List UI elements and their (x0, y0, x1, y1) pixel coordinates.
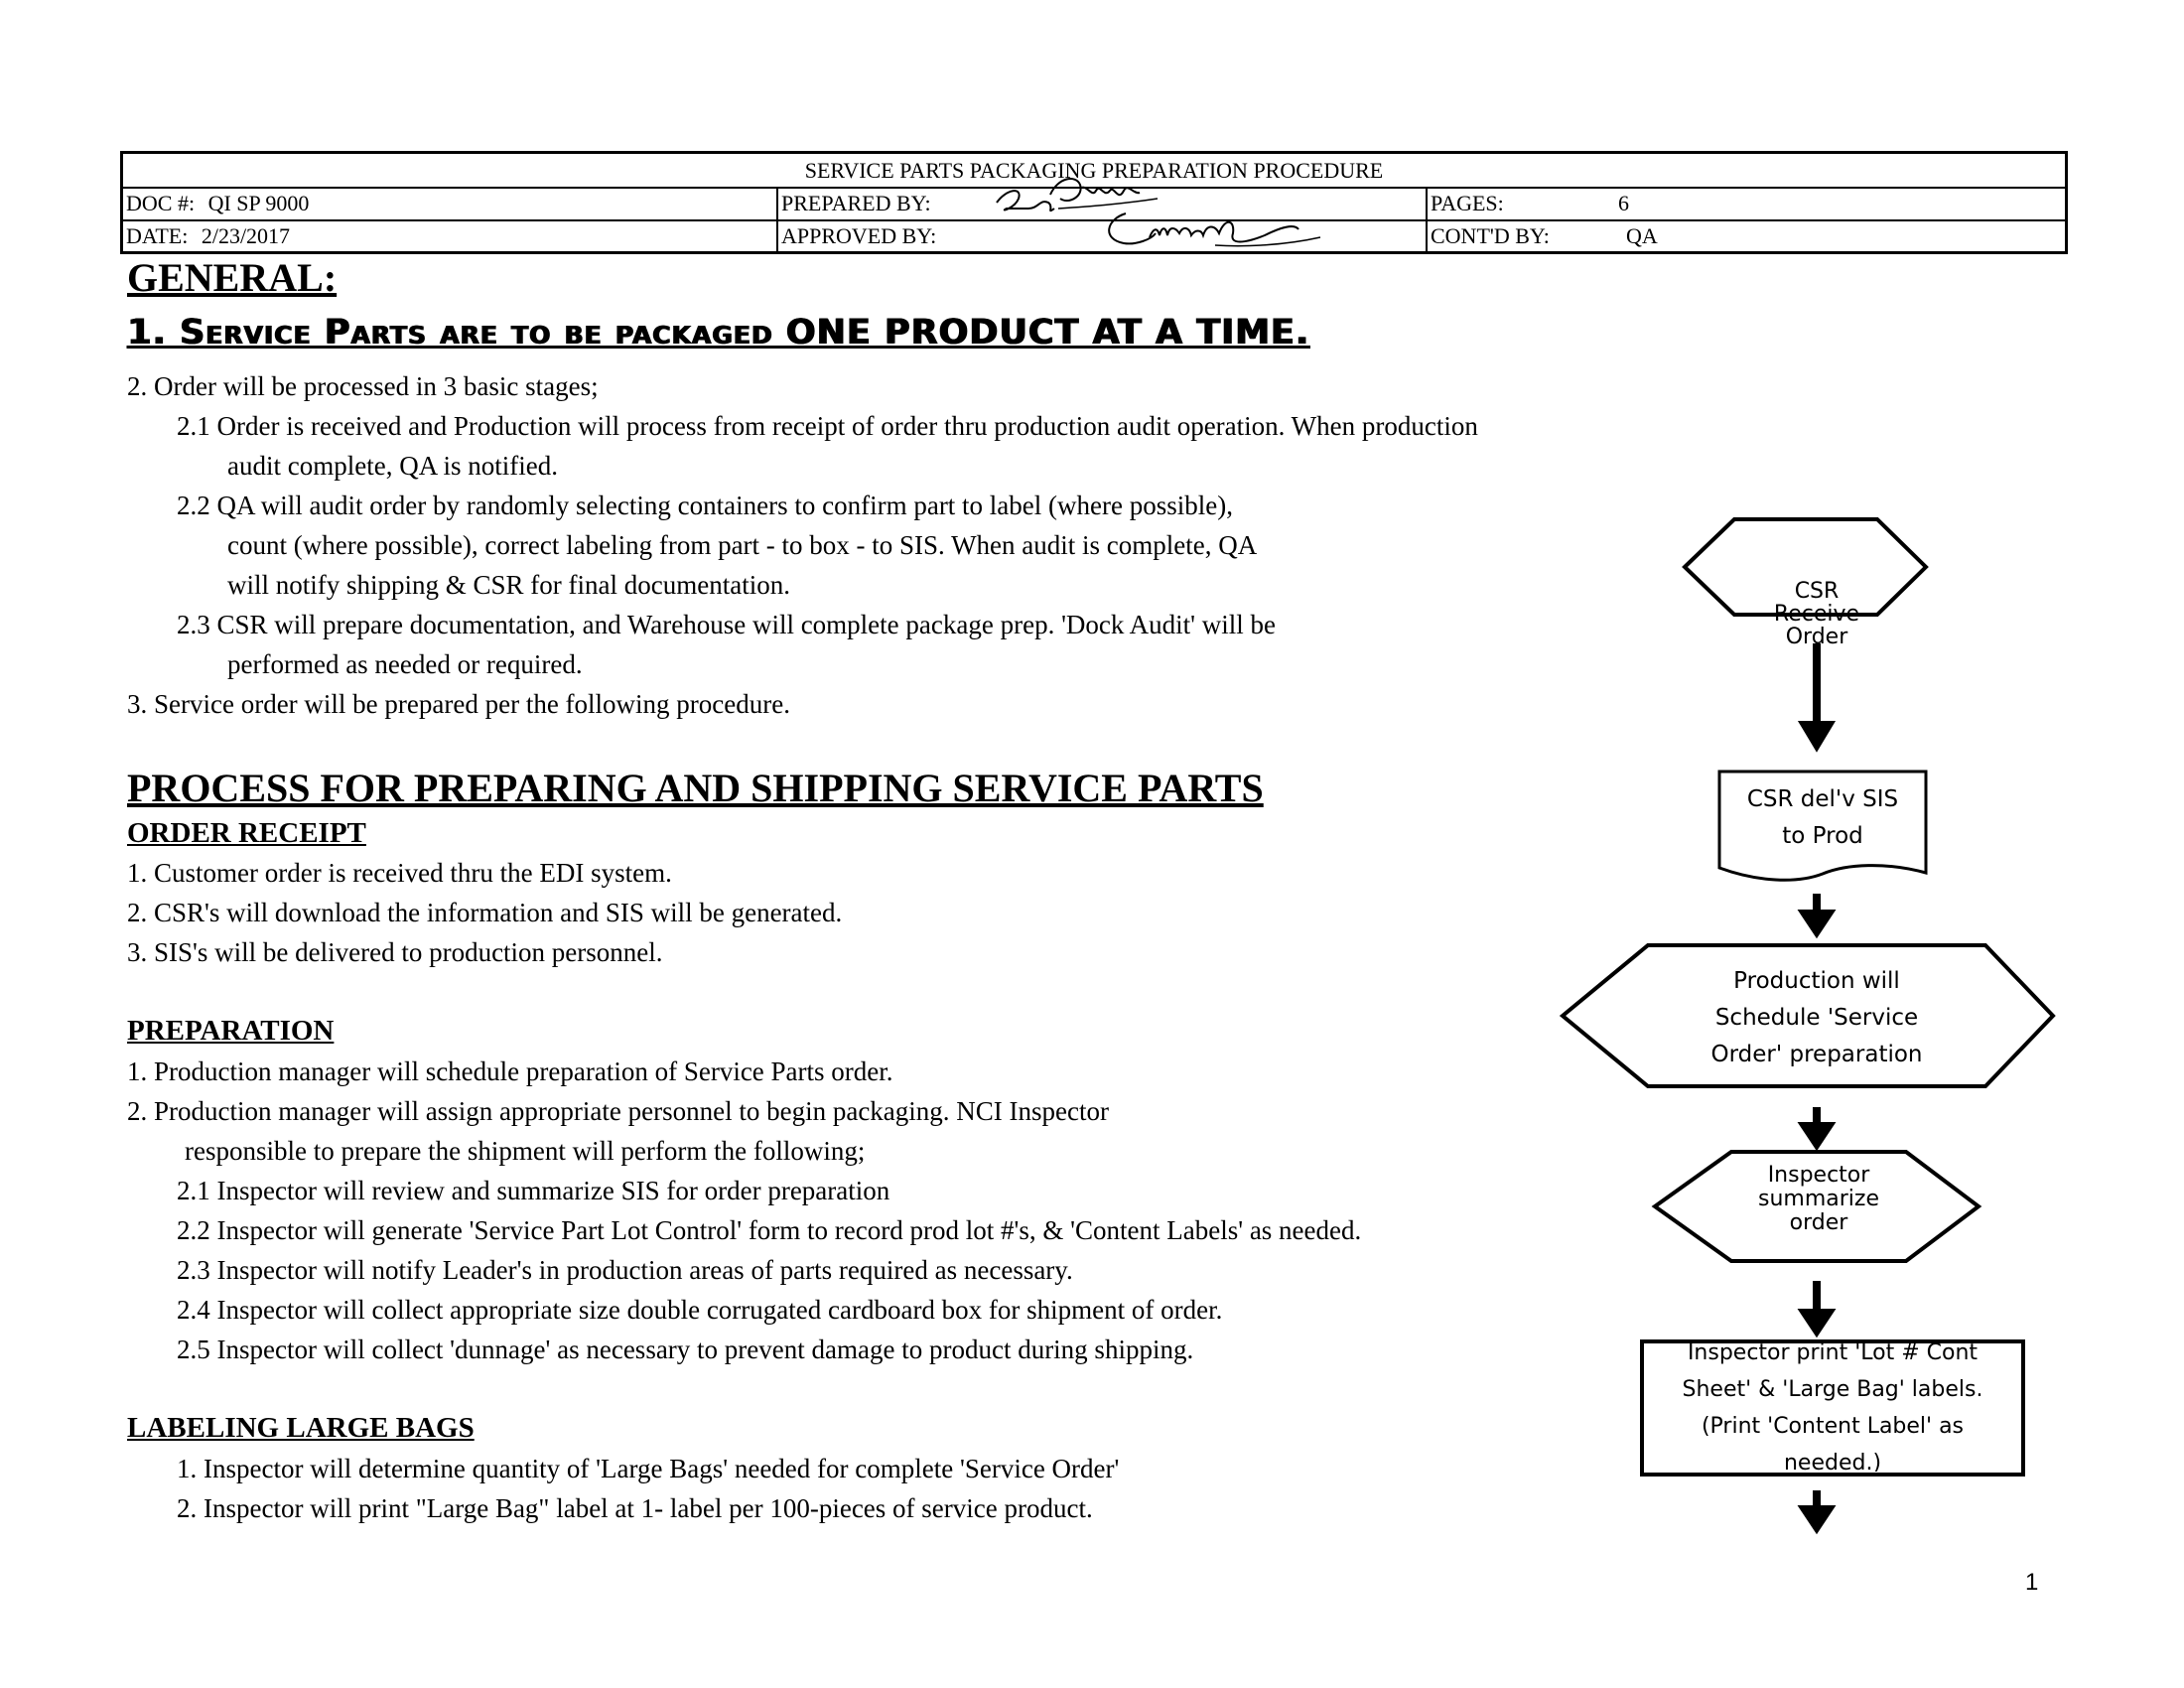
contd-by-value: QA (1626, 223, 1658, 248)
flow-step-5-line: Inspector print 'Lot # Cont (1687, 1340, 1979, 1365)
flow-arrow-5 (1797, 1490, 1837, 1535)
prepared-by-label: PREPARED BY: (781, 191, 931, 215)
order-receipt-item: 3. SIS's will be delivered to production… (127, 937, 663, 967)
pages-cell: PAGES: 6 (1426, 187, 2071, 219)
preparation-subitem: 2.1 Inspector will review and summarize … (177, 1176, 890, 1205)
order-receipt-item: 2. CSR's will download the information a… (127, 898, 843, 927)
page-number: 1 (2025, 1569, 2039, 1596)
flow-arrow-3 (1797, 1107, 1837, 1152)
flow-arrow-4 (1797, 1281, 1837, 1338)
flow-step-3-line: Production will (1733, 968, 1900, 994)
flow-step-4-label: Inspector summarize order (1731, 1164, 1906, 1235)
date-cell: DATE: 2/23/2017 (123, 219, 776, 252)
flow-step-2-line: to Prod (1782, 823, 1863, 849)
approved-by-signature (1108, 212, 1321, 247)
header-row-2: DATE: 2/23/2017 APPROVED BY: CONT'D BY: … (123, 212, 2065, 252)
doc-number-value: QI SP 9000 (207, 191, 310, 215)
flow-step-1-line: Receive (1773, 602, 1860, 627)
flow-step-4-line: summarize (1758, 1187, 1879, 1211)
labeling-item: 1. Inspector will determine quantity of … (177, 1454, 1120, 1483)
flow-step-1-label: CSR Receive Order (1747, 580, 1886, 648)
document-header-table: SERVICE PARTS PACKAGING PREPARATION PROC… (120, 151, 2068, 254)
order-receipt-heading: ORDER RECEIPT (127, 817, 366, 849)
preparation-subitem: 2.2 Inspector will generate 'Service Par… (177, 1215, 1362, 1245)
doc-number-cell: DOC #: QI SP 9000 (123, 187, 776, 219)
approved-by-label: APPROVED BY: (781, 223, 937, 248)
doc-number-label: DOC #: (126, 191, 196, 215)
general-item-2-2-line-3: will notify shipping & CSR for final doc… (227, 570, 790, 600)
general-item-2-1-line-1: 2.1 Order is received and Production wil… (177, 411, 1478, 441)
flow-step-5-line: (Print 'Content Label' as (1701, 1414, 1965, 1439)
flow-step-1-line: CSR (1794, 579, 1840, 604)
process-heading: PROCESS FOR PREPARING AND SHIPPING SERVI… (127, 766, 1264, 810)
flow-step-5-line: needed.) (1783, 1451, 1882, 1472)
general-item-2-1-line-2: audit complete, QA is notified. (227, 451, 558, 481)
preparation-subitem: 2.5 Inspector will collect 'dunnage' as … (177, 1335, 1194, 1364)
general-item-1: 1. Service Parts are to be packaged ONE … (127, 313, 1309, 352)
contd-by-cell: CONT'D BY: QA (1426, 219, 2071, 252)
general-item-2-3-line-2: performed as needed or required. (227, 649, 583, 679)
prepared-by-cell: PREPARED BY: (776, 178, 1426, 219)
flow-step-2-line: CSR del'v SIS (1746, 786, 1899, 812)
date-value: 2/23/2017 (201, 223, 291, 248)
flow-step-4-line: order (1789, 1210, 1848, 1235)
general-item-2: 2. Order will be processed in 3 basic st… (127, 371, 599, 401)
pages-value: 6 (1618, 191, 1629, 215)
flow-step-1-line: Order (1785, 625, 1848, 649)
flow-step-3-line: Order' preparation (1710, 1042, 1923, 1067)
general-item-2-3-line-1: 2.3 CSR will prepare documentation, and … (177, 610, 1277, 639)
header-row-1: DOC #: QI SP 9000 PREPARED BY: PAGES: 6 (123, 178, 2065, 221)
preparation-item-2-line-2: responsible to prepare the shipment will… (185, 1136, 866, 1166)
flow-step-4-line: Inspector (1767, 1163, 1870, 1188)
approved-by-cell: APPROVED BY: (776, 212, 1426, 252)
labeling-heading: LABELING LARGE BAGS (127, 1412, 475, 1444)
labeling-item: 2. Inspector will print "Large Bag" labe… (177, 1493, 1093, 1523)
preparation-subitem: 2.3 Inspector will notify Leader's in pr… (177, 1255, 1073, 1285)
preparation-subitem: 2.4 Inspector will collect appropriate s… (177, 1295, 1223, 1325)
preparation-heading: PREPARATION (127, 1015, 335, 1047)
date-label: DATE: (126, 223, 189, 248)
flow-step-3-label: Production will Schedule 'Service Order'… (1648, 963, 1985, 1073)
contd-by-label: CONT'D BY: (1431, 223, 1550, 248)
general-item-3: 3. Service order will be prepared per th… (127, 689, 790, 719)
preparation-item-2-line-1: 2. Production manager will assign approp… (127, 1096, 1109, 1126)
general-heading: GENERAL: (127, 255, 338, 300)
flow-step-3-line: Schedule 'Service (1714, 1005, 1919, 1031)
document-title: SERVICE PARTS PACKAGING PREPARATION PROC… (123, 154, 2065, 189)
flow-arrow-2 (1797, 894, 1837, 939)
preparation-item-1: 1. Production manager will schedule prep… (127, 1056, 893, 1086)
flow-step-2-label: CSR del'v SIS to Prod (1719, 781, 1926, 855)
flow-step-5-label: Inspector print 'Lot # Cont Sheet' & 'La… (1646, 1335, 2019, 1472)
flow-step-5-line: Sheet' & 'Large Bag' labels. (1682, 1377, 1983, 1402)
order-receipt-item: 1. Customer order is received thru the E… (127, 858, 672, 888)
general-item-2-2-line-1: 2.2 QA will audit order by randomly sele… (177, 491, 1233, 520)
flow-arrow-1 (1797, 643, 1837, 753)
general-item-2-2-line-2: count (where possible), correct labeling… (227, 530, 1258, 560)
pages-label: PAGES: (1431, 191, 1504, 215)
prepared-by-signature (996, 178, 1159, 212)
